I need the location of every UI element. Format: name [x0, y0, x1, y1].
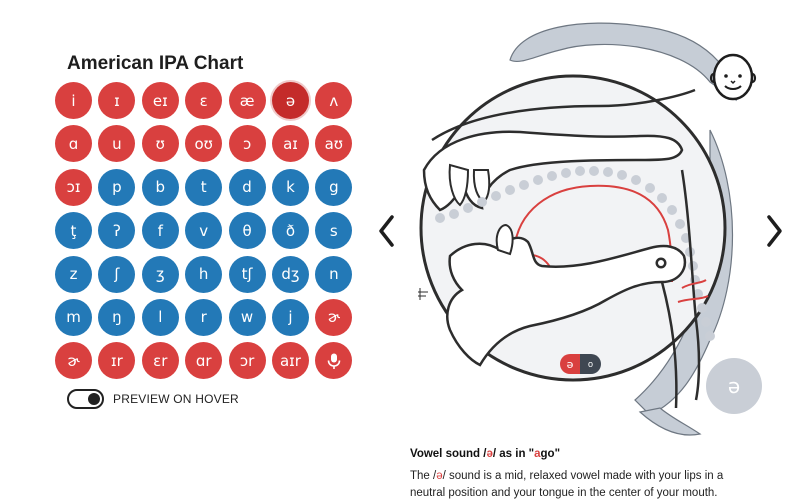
chevron-left-icon[interactable] [377, 214, 397, 248]
ipa-symbol-button[interactable]: ɑr [185, 342, 223, 380]
ipa-symbol-button[interactable]: t [185, 168, 223, 206]
ipa-symbol-button[interactable]: d [228, 168, 266, 206]
ipa-symbol-button[interactable]: ʃ [98, 255, 136, 293]
ipa-symbol-button[interactable]: h [185, 255, 223, 293]
ipa-symbol-button[interactable]: w [228, 298, 266, 336]
ipa-symbol-button[interactable]: ɚ [315, 298, 353, 336]
ipa-symbol-button[interactable]: tʃ [228, 255, 266, 293]
ipa-symbol-button[interactable]: ɑ [55, 125, 92, 163]
preview-toggle[interactable] [67, 389, 104, 409]
ipa-symbol-button[interactable]: ɚ [55, 342, 92, 380]
ipa-symbol-button[interactable]: ʊ [141, 125, 179, 163]
ipa-symbol-button[interactable]: p [98, 168, 136, 206]
sound-mode-toggle[interactable]: ə ᴏ [560, 354, 601, 374]
ipa-symbol-button[interactable]: v [185, 212, 223, 250]
ipa-symbol-button[interactable]: k [271, 168, 309, 206]
description-body: The /ə/ sound is a mid, relaxed vowel ma… [410, 468, 760, 500]
body-symbol: ə [436, 470, 443, 482]
ipa-symbol-button[interactable]: ð [271, 212, 309, 250]
heading-pre: Vowel sound / [410, 448, 487, 460]
ipa-symbol-button[interactable]: ţ [55, 212, 92, 250]
chevron-right-icon[interactable] [764, 214, 784, 248]
vocal-cords [677, 279, 709, 303]
ipa-symbol-button[interactable]: aɪr [271, 342, 309, 380]
toggle-knob [88, 393, 100, 405]
ipa-symbol-button[interactable]: ŋ [98, 298, 136, 336]
mode-symbol: ə [560, 354, 580, 374]
ipa-symbol-button[interactable]: s [315, 212, 353, 250]
heading-mid: / as in " [492, 448, 535, 460]
ipa-symbol-button[interactable]: oʊ [185, 125, 223, 163]
ipa-symbol-button[interactable]: l [141, 298, 179, 336]
ipa-symbol-button[interactable]: ʔ [98, 212, 136, 250]
ipa-symbol-button[interactable]: ʌ [315, 82, 353, 119]
ipa-symbol-button[interactable]: ə [271, 82, 309, 119]
heading-post: go" [540, 448, 561, 460]
upper-teeth [448, 163, 470, 207]
play-sound-button[interactable]: ə [706, 358, 762, 414]
face-front-icon[interactable] [707, 50, 759, 102]
ipa-symbol-button[interactable]: z [55, 255, 92, 293]
ipa-symbol-button[interactable]: ɪ [98, 82, 136, 119]
ipa-symbol-button[interactable]: æ [228, 82, 266, 119]
ipa-symbol-button[interactable]: ɛ [185, 82, 223, 119]
ipa-symbol-button[interactable]: θ [228, 212, 266, 250]
microphone-icon [327, 353, 341, 369]
preview-label: PREVIEW ON HOVER [113, 392, 239, 406]
ipa-symbol-button[interactable]: g [315, 168, 353, 206]
body-pre: The / [410, 470, 437, 482]
ipa-symbol-button[interactable]: j [271, 298, 309, 336]
description-heading: Vowel sound /ə/ as in "ago" [410, 448, 560, 460]
heading-symbol: ə [486, 448, 493, 460]
throat-line-2 [660, 281, 678, 409]
lip-ticks [418, 288, 428, 300]
upper-face-outline [431, 88, 696, 142]
ipa-symbol-button[interactable]: n [315, 255, 353, 293]
ipa-symbol-button[interactable]: m [55, 298, 92, 336]
ipa-symbol-button[interactable]: r [185, 298, 223, 336]
ipa-symbol-button[interactable]: eɪ [141, 82, 179, 119]
ipa-symbol-button[interactable]: f [141, 212, 179, 250]
throat-line [680, 169, 701, 401]
ipa-symbol-button[interactable]: ɛr [141, 342, 179, 380]
mode-alt: ᴏ [580, 354, 601, 374]
body-post: / sound is a mid, relaxed vowel made wit… [410, 470, 724, 499]
ipa-symbol-button[interactable]: i [55, 82, 92, 119]
ipa-symbol-button[interactable]: dʒ [271, 255, 309, 293]
ipa-symbol-button[interactable]: ɔr [228, 342, 266, 380]
ipa-symbol-button[interactable]: ʒ [141, 255, 179, 293]
ipa-symbol-button[interactable]: u [98, 125, 136, 163]
ipa-symbol-button[interactable]: b [141, 168, 179, 206]
mouth-diagram [418, 22, 737, 436]
lower-teeth [495, 223, 514, 256]
ipa-symbol-button[interactable]: ɪr [98, 342, 136, 380]
record-button[interactable] [315, 342, 353, 380]
ipa-symbol-button[interactable]: ɔɪ [55, 168, 92, 206]
chin-shape [638, 407, 702, 436]
page-title: American IPA Chart [67, 53, 244, 74]
ipa-symbol-button[interactable]: ɔ [228, 125, 266, 163]
ipa-symbol-button[interactable]: aʊ [315, 125, 353, 163]
heading-highlight: a [534, 448, 541, 460]
ipa-symbol-button[interactable]: aɪ [271, 125, 309, 163]
preview-toggle-row: PREVIEW ON HOVER [67, 389, 239, 409]
